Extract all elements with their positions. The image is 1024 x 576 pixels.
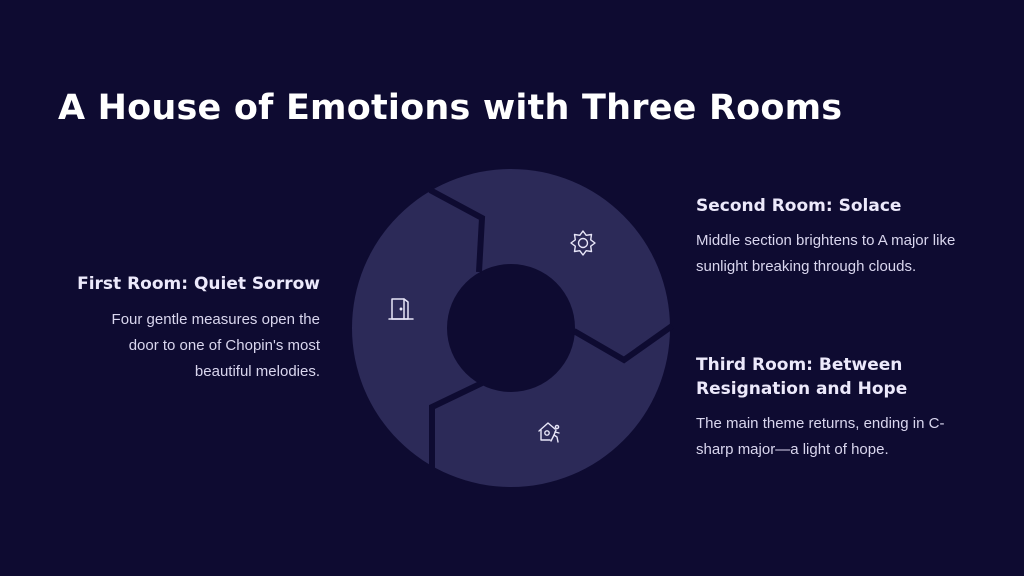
sun-icon [570,230,596,256]
room-2-heading: Second Room: Solace [696,196,902,216]
room-1-heading: First Room: Quiet Sorrow [77,274,320,294]
house-walking-icon [538,422,560,443]
ring-hole [447,264,575,392]
room-1-body: Four gentle measures open the door to on… [111,311,320,380]
page-title: A House of Emotions with Three Rooms [58,88,843,128]
room-3-body: The main theme returns, ending in C-shar… [696,415,945,458]
divider-right [572,323,674,364]
room-3-heading: Third Room: Between Resignation and Hope [696,355,908,399]
door-icon [388,298,414,320]
divider-bottom [429,380,484,468]
divider-top [428,187,486,273]
room-2-body: Middle section brightens to A major like… [696,232,956,275]
